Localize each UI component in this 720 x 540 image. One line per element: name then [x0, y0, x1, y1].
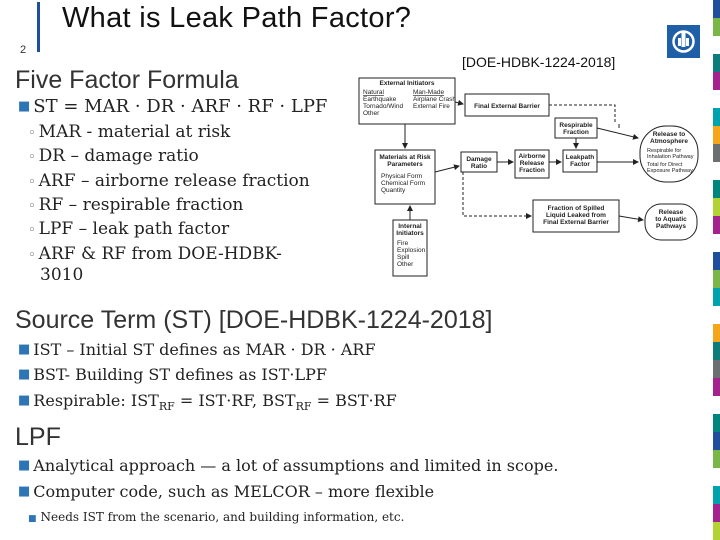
svg-text:Explosion: Explosion [397, 247, 426, 254]
svg-text:Tornado/Wind: Tornado/Wind [363, 103, 403, 110]
list-item: ◦LPF – leak path factor [28, 219, 230, 239]
svg-text:Damage: Damage [466, 156, 492, 163]
svg-text:Other: Other [397, 261, 414, 268]
svg-text:Other: Other [363, 110, 380, 117]
bullet-circle-icon: ◦ [28, 248, 36, 263]
svg-text:Materials at Risk: Materials at Risk [379, 154, 431, 161]
svg-text:Fraction of Spilled: Fraction of Spilled [548, 205, 605, 212]
bullet-square-icon: ■ [28, 514, 37, 524]
slide-title: What is Leak Path Factor? [62, 2, 412, 34]
bullet-square-icon: ■ [18, 484, 31, 499]
svg-text:Respirable for: Respirable for [647, 148, 681, 154]
svg-text:Fire: Fire [397, 240, 409, 247]
list-item: ◦RF – respirable fraction [28, 195, 244, 215]
list-item: ■Computer code, such as MELCOR – more fl… [18, 482, 435, 501]
page-number: 2 [20, 44, 27, 56]
svg-text:Pathways: Pathways [656, 223, 686, 230]
bullet-circle-icon: ◦ [28, 199, 36, 214]
svg-text:Leakpath: Leakpath [566, 154, 595, 161]
svg-text:Chemical Form: Chemical Form [381, 180, 425, 187]
svg-text:Physical Form: Physical Form [381, 173, 422, 180]
title-rule [37, 2, 40, 52]
svg-text:Final External Barrier: Final External Barrier [543, 219, 609, 226]
svg-text:Internal: Internal [398, 223, 422, 230]
list-item: ■BST- Building ST defines as IST·LPF [18, 365, 327, 384]
svg-text:Total for Direct: Total for Direct [647, 162, 683, 168]
svg-text:Liquid Leaked from: Liquid Leaked from [546, 212, 606, 219]
svg-text:Quantity: Quantity [381, 187, 406, 194]
bullet-circle-icon: ◦ [28, 150, 36, 165]
sandia-logo-icon [667, 25, 700, 58]
svg-text:to Aquatic: to Aquatic [655, 216, 687, 223]
list-item: ◦ARF & RF from DOE-HDBK- [28, 244, 282, 264]
list-item-continued: 3010 [40, 265, 84, 285]
formula-bullet: ■ST = MAR · DR · ARF · RF · LPF [18, 96, 327, 117]
formula-text: ST = MAR · DR · ARF · RF · LPF [33, 96, 328, 117]
svg-text:Inhalation Pathway: Inhalation Pathway [647, 154, 694, 160]
svg-text:Spill: Spill [397, 254, 410, 261]
bullet-square-icon: ■ [18, 99, 31, 114]
svg-text:Release: Release [659, 209, 684, 216]
svg-text:External Fire: External Fire [413, 103, 450, 110]
heading-lpf: LPF [15, 423, 61, 451]
svg-text:Exposure Pathway: Exposure Pathway [647, 168, 693, 174]
list-item: ■Respirable: ISTRF = IST·RF, BSTRF = BST… [18, 391, 397, 414]
svg-text:Initiators: Initiators [396, 230, 424, 237]
svg-text:Atmosphere: Atmosphere [650, 138, 688, 145]
svg-text:Fraction: Fraction [519, 167, 545, 174]
list-item: ■Analytical approach — a lot of assumpti… [18, 456, 559, 475]
list-item: ◦DR – damage ratio [28, 146, 199, 166]
svg-text:Parameters: Parameters [387, 161, 423, 168]
list-item: ■IST – Initial ST defines as MAR · DR · … [18, 340, 376, 359]
bullet-square-icon: ■ [18, 342, 31, 357]
list-item: ◦MAR - material at risk [28, 122, 231, 142]
list-item: ◦ARF – airborne release fraction [28, 171, 310, 191]
bullet-square-icon: ■ [18, 458, 31, 473]
bullet-circle-icon: ◦ [28, 175, 36, 190]
svg-text:Release to: Release to [653, 131, 686, 138]
svg-text:Fraction: Fraction [563, 129, 589, 136]
bullet-square-icon: ■ [18, 367, 31, 382]
svg-text:Factor: Factor [570, 161, 590, 168]
reference-label: [DOE-HDBK-1224-2018] [462, 54, 616, 70]
svg-text:Release: Release [520, 160, 545, 167]
final-external-barrier: Final External Barrier [474, 103, 540, 110]
bullet-circle-icon: ◦ [28, 126, 36, 141]
svg-text:Ratio: Ratio [471, 163, 487, 170]
decorative-stripes [713, 0, 720, 540]
heading-five-factor: Five Factor Formula [15, 66, 239, 94]
heading-source-term: Source Term (ST) [DOE-HDBK-1224-2018] [15, 306, 493, 334]
external-initiators-title: External Initiators [380, 80, 435, 87]
svg-text:Natural: Natural [363, 89, 385, 96]
svg-text:Airborne: Airborne [518, 153, 545, 160]
bullet-square-icon: ■ [18, 393, 31, 408]
svg-text:Respirable: Respirable [559, 122, 593, 129]
svg-text:Airplane Crash: Airplane Crash [413, 96, 456, 103]
bullet-circle-icon: ◦ [28, 223, 36, 238]
lpf-flow-diagram: External Initiators Natural Earthquake T… [358, 77, 699, 277]
svg-text:Man-Made: Man-Made [413, 89, 444, 96]
list-subitem: ■Needs IST from the scenario, and buildi… [28, 510, 405, 524]
svg-text:Earthquake: Earthquake [363, 96, 397, 103]
